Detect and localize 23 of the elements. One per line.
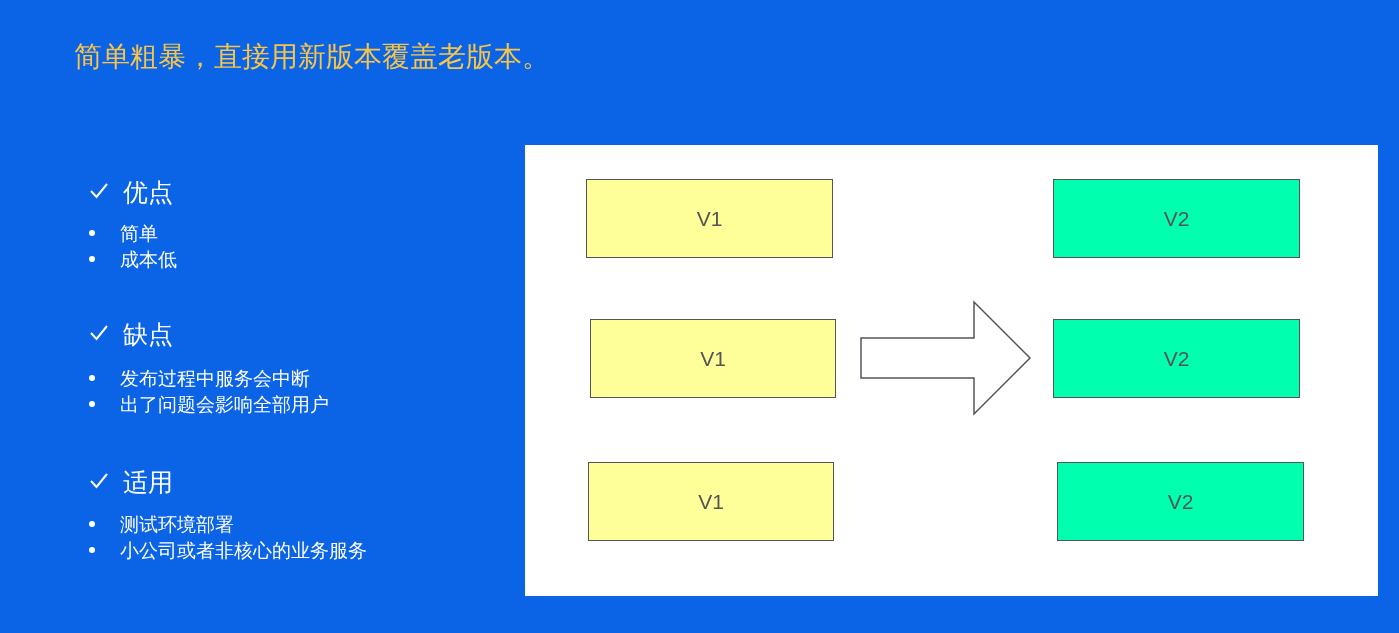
section-heading: 优点: [123, 177, 173, 209]
version-box: [1057, 462, 1304, 541]
version-box: [1053, 179, 1300, 258]
version-box: [586, 179, 833, 258]
version-box: [590, 319, 836, 398]
version-label: V2: [1163, 206, 1190, 231]
bullet-text: 小公司或者非核心的业务服务: [120, 538, 367, 563]
version-label: V1: [696, 206, 723, 231]
version-box: [588, 462, 834, 541]
version-box: [1053, 319, 1300, 398]
slide-title: 简单粗暴，直接用新版本覆盖老版本。: [74, 39, 550, 75]
bullet-text: 发布过程中服务会中断: [120, 366, 310, 391]
version-label: V1: [700, 346, 726, 371]
version-label: V2: [1167, 489, 1194, 514]
section-heading: 适用: [123, 467, 173, 499]
version-label: V2: [1163, 346, 1190, 371]
version-label: V1: [698, 489, 724, 514]
bullet-text: 成本低: [120, 247, 177, 272]
bullet-text: 测试环境部署: [120, 512, 234, 537]
bullet-text: 出了问题会影响全部用户: [120, 392, 329, 417]
block-arrow: [860, 300, 1032, 416]
bullet-text: 简单: [120, 221, 158, 246]
section-heading: 缺点: [123, 319, 173, 351]
